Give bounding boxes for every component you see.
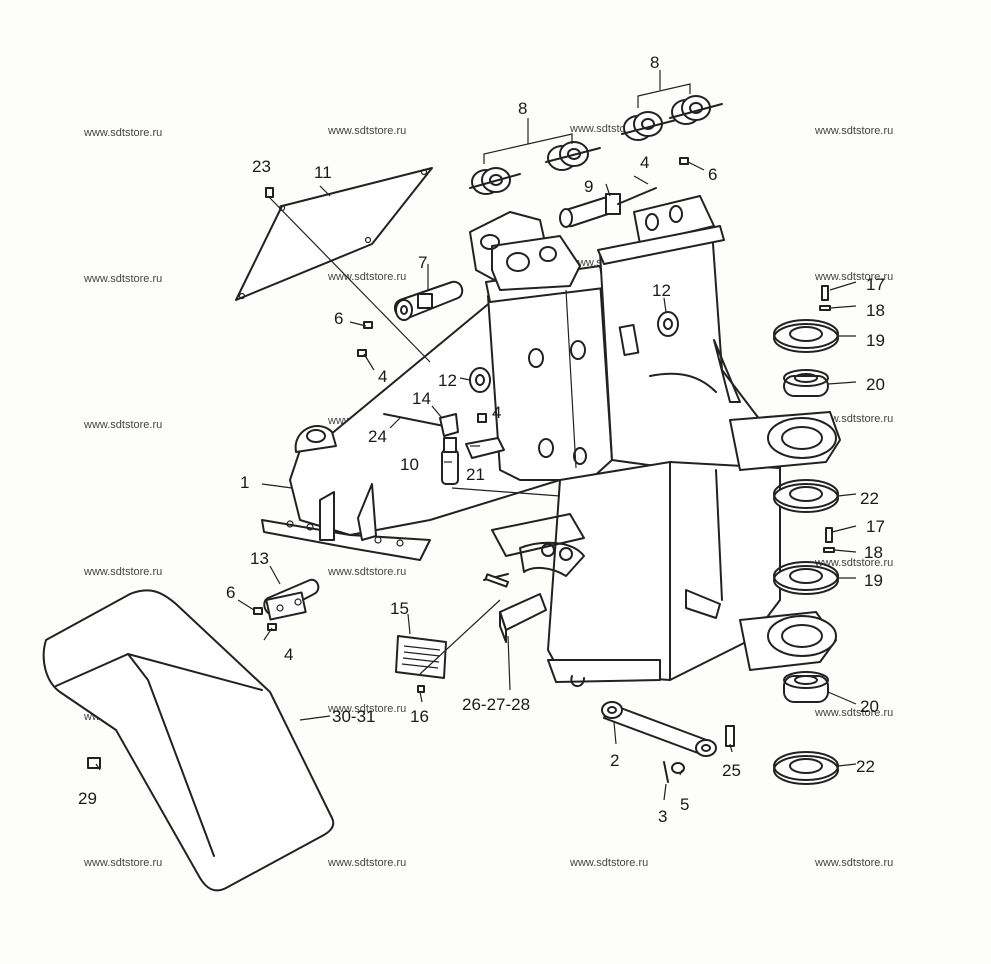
watermark: www.sdtstore.ru — [327, 125, 406, 137]
part-label-19: 19 — [864, 571, 883, 590]
part-label-18: 18 — [864, 543, 883, 562]
part-label-17: 17 — [866, 517, 885, 536]
bushing-12 — [469, 311, 679, 393]
part-label-18: 18 — [866, 301, 885, 320]
part-label-22: 22 — [860, 489, 879, 508]
cover-plate — [235, 167, 433, 301]
part-label-22: 22 — [856, 757, 875, 776]
part-label-14: 14 — [412, 389, 431, 408]
bracket-26 — [484, 573, 547, 643]
watermark: www.sdtstore.ru — [327, 271, 406, 283]
part-label-13: 13 — [250, 549, 269, 568]
leader-lines — [95, 161, 857, 801]
watermark: www.sdtstore.ru — [327, 857, 406, 869]
part-label-8: 8 — [650, 53, 659, 72]
part-label-15: 15 — [390, 599, 409, 618]
part-label-4: 4 — [640, 153, 649, 172]
part-label-20: 20 — [866, 375, 885, 394]
watermark: www.sdtstore.ru — [569, 857, 648, 869]
watermark: www.sdtstore.ru — [814, 557, 893, 569]
watermark: www.sdtstore.ru — [83, 857, 162, 869]
part-label-11: 11 — [314, 163, 332, 182]
locking-parts — [383, 413, 505, 485]
part-label-17: 17 — [866, 275, 885, 294]
part-label-30-31: 30-31 — [332, 707, 375, 726]
pin-7 — [357, 280, 464, 357]
watermark: www.sdtstore.ru — [83, 273, 162, 285]
part-label-4: 4 — [284, 645, 293, 664]
watermark: www.sdtstore.ru — [83, 127, 162, 139]
grille-15 — [395, 635, 447, 693]
part-label-6: 6 — [708, 165, 717, 184]
watermark: www.sdtstore.ru — [327, 566, 406, 578]
part-label-1: 1 — [240, 473, 249, 492]
part-label-19: 19 — [866, 331, 885, 350]
part-label-12: 12 — [438, 371, 457, 390]
part-label-8: 8 — [518, 99, 527, 118]
part-label-24: 24 — [368, 427, 387, 446]
part-label-9: 9 — [584, 177, 593, 196]
part-label-4: 4 — [378, 367, 387, 386]
pin-13 — [253, 578, 320, 631]
part-label-10: 10 — [400, 455, 419, 474]
part-label-26-27-28: 26-27-28 — [462, 695, 530, 714]
part-label-23: 23 — [252, 157, 271, 176]
part-label-25: 25 — [722, 761, 741, 780]
axle-components — [773, 285, 839, 785]
part-label-16: 16 — [410, 707, 429, 726]
front-frame — [261, 195, 841, 687]
part-labels: 1 2 3 4 4 4 4 5 6 6 6 7 8 8 9 10 11 12 1… — [78, 53, 885, 826]
spring-set — [469, 70, 723, 195]
part-label-6: 6 — [226, 583, 235, 602]
watermark: www.sdtstore.ru — [83, 419, 162, 431]
fender-30 — [42, 589, 335, 892]
watermark: www.sdtstore.ru — [814, 125, 893, 137]
part-label-29: 29 — [78, 789, 97, 808]
part-label-7: 7 — [418, 253, 427, 272]
watermark: www.sdtstore.ru — [814, 857, 893, 869]
watermark: www.sdtstore.ru — [814, 271, 893, 283]
part-label-4: 4 — [492, 403, 501, 422]
part-label-20: 20 — [860, 697, 879, 716]
part-label-21: 21 — [466, 465, 485, 484]
part-label-3: 3 — [658, 807, 667, 826]
link-rod-2 — [601, 701, 735, 783]
part-label-2: 2 — [610, 751, 619, 770]
part-label-6: 6 — [334, 309, 343, 328]
pin-9 — [559, 157, 689, 228]
watermark: www.sdtstore.ru — [814, 707, 893, 719]
part-label-12: 12 — [652, 281, 671, 300]
watermark: www.sdtstore.ru — [83, 566, 162, 578]
part-label-5: 5 — [680, 795, 689, 814]
watermark: www.sdtstore.ru — [327, 703, 406, 715]
